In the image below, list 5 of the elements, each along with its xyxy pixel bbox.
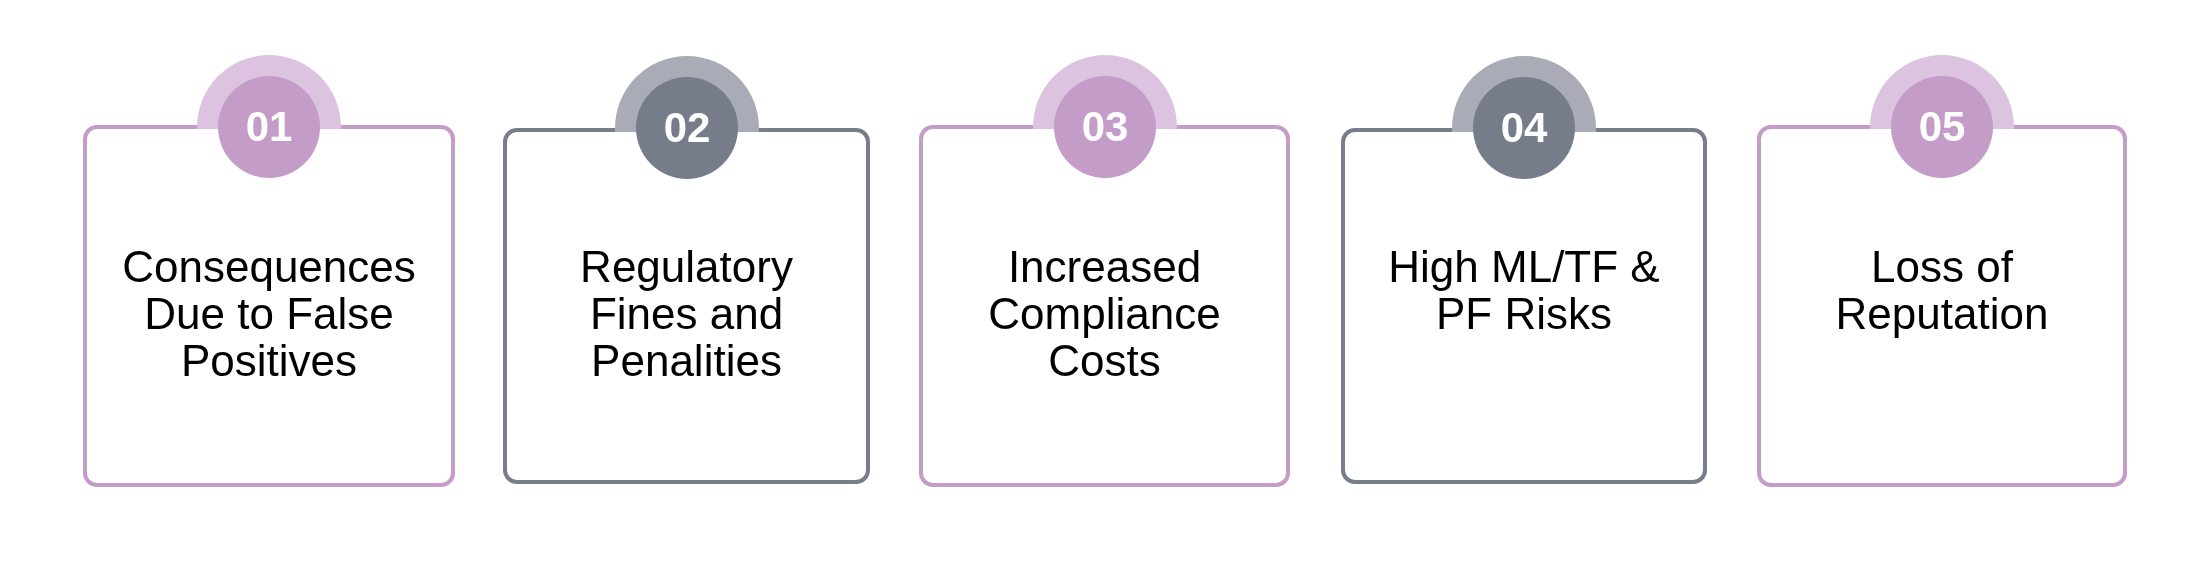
card-label: High ML/TF & PF Risks bbox=[1387, 243, 1661, 337]
card-label: Increased Compliance Costs bbox=[987, 243, 1222, 384]
card-label: Loss of Reputation bbox=[1834, 243, 2050, 337]
card-label: Consequences Due to False Positives bbox=[121, 243, 417, 384]
card-label: Regulatory Fines and Penalities bbox=[579, 243, 794, 384]
